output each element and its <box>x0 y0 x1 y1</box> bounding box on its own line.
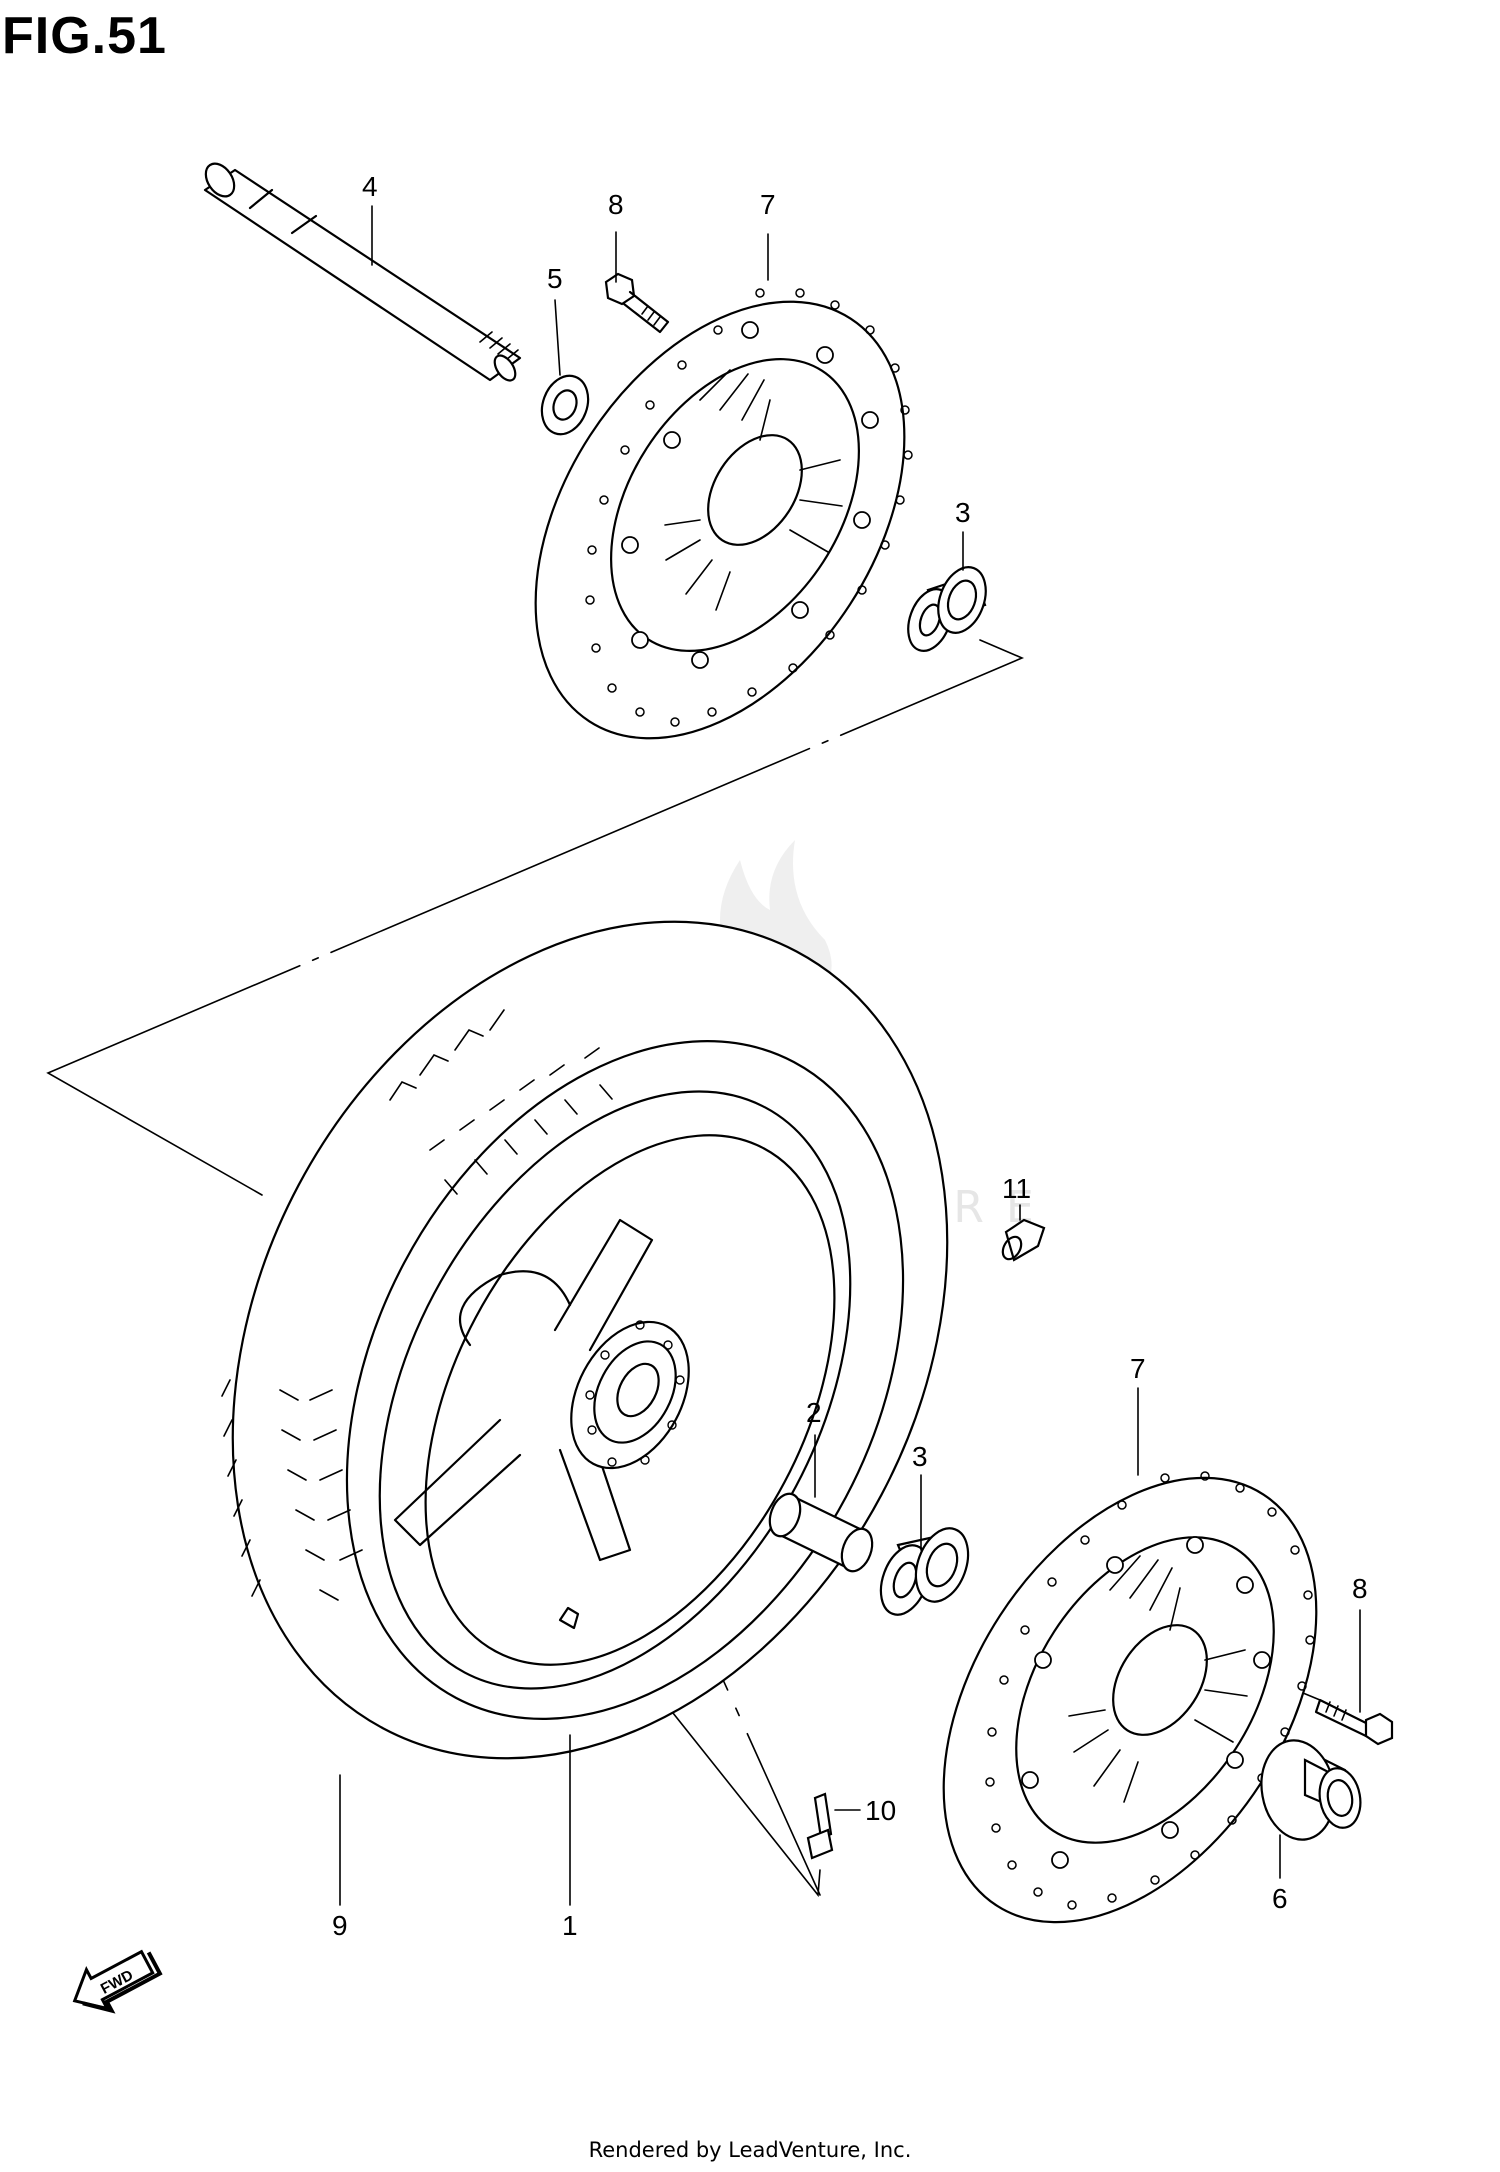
leader-lines <box>339 205 1361 1906</box>
label-3-top: 3 <box>955 497 971 528</box>
label-11: 11 <box>1002 1173 1031 1204</box>
label-5: 5 <box>547 263 563 294</box>
callout-labels: 4 8 7 5 3 11 7 2 3 8 10 9 1 6 <box>332 171 1368 1941</box>
fwd-arrow: FWD <box>72 1949 163 2014</box>
figure-title: FIG.51 <box>2 7 167 65</box>
wheel-spacer <box>768 1492 874 1573</box>
label-9: 9 <box>332 1910 348 1941</box>
label-10: 10 <box>865 1795 896 1826</box>
disc-bolt-top <box>604 272 670 334</box>
front-axle <box>203 162 522 382</box>
axle-collar <box>1260 1739 1362 1841</box>
label-2: 2 <box>806 1397 822 1428</box>
bearing-top <box>907 566 987 652</box>
brake-disc-top <box>534 288 913 740</box>
footer-credit: Rendered by LeadVenture, Inc. <box>588 2138 912 2162</box>
label-8-bottom: 8 <box>1352 1573 1368 1604</box>
label-7-top: 7 <box>760 189 776 220</box>
front-wheel-rim <box>378 1090 852 1690</box>
tire-valve <box>806 1792 834 1860</box>
label-6: 6 <box>1272 1883 1288 1914</box>
brake-disc-bottom <box>942 1471 1318 1924</box>
bearing-bottom <box>879 1527 970 1616</box>
axle-washer <box>540 374 590 436</box>
front-tire <box>221 920 949 1760</box>
label-8-top: 8 <box>608 189 624 220</box>
disc-bolt-bottom <box>1314 1698 1394 1746</box>
top-guide-line <box>46 639 1025 1196</box>
label-7-bottom: 7 <box>1130 1353 1146 1384</box>
label-1: 1 <box>562 1910 578 1941</box>
label-4: 4 <box>362 171 378 202</box>
fwd-arrow-icon <box>72 1949 155 2011</box>
label-3-bottom: 3 <box>912 1441 928 1472</box>
valve-cap <box>1001 1218 1046 1262</box>
